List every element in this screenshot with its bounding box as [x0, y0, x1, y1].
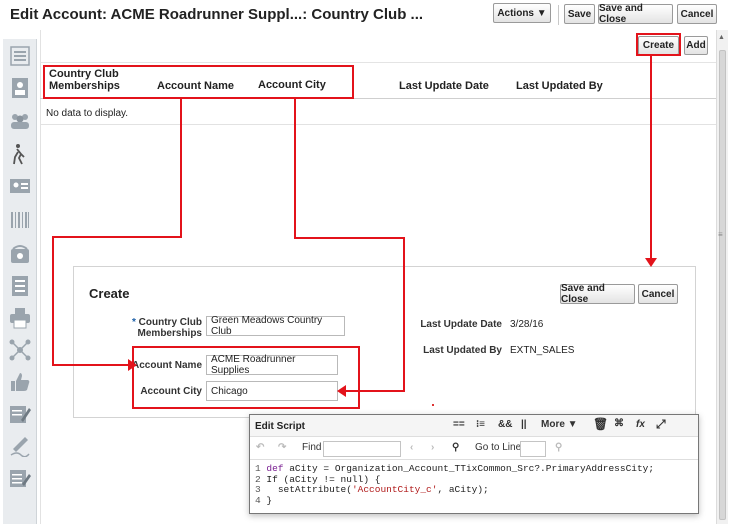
goto-search-icon[interactable]: ⚲ — [555, 442, 563, 453]
edit-script-panel: Edit Script == ⁝≡ && || More ▼ 🗑 ⌘ fx ⤢ … — [249, 414, 699, 514]
code-line-2: If (aCity != null) { — [266, 473, 381, 485]
edit-script-searchbar: ↶ ↷ Find ‹ › ⚲ Go to Line ⚲ — [250, 438, 698, 460]
page-title: Edit Account: ACME Roadrunner Suppl...: … — [10, 6, 424, 23]
code-keyword-def: def — [266, 463, 284, 474]
col-header-last-update-date[interactable]: Last Update Date — [399, 80, 489, 92]
maximize-icon[interactable]: ⤢ — [656, 417, 666, 431]
account-name-label: Account Name — [131, 360, 202, 371]
list-format-icon[interactable]: ⁝≡ — [476, 419, 486, 430]
thumbs-up-icon[interactable] — [9, 371, 31, 393]
golfer-icon[interactable] — [9, 143, 31, 165]
annotation-arrow-create — [645, 258, 657, 267]
annotation-create-box — [636, 33, 681, 56]
annotation-line-name-right — [52, 364, 132, 366]
function-icon[interactable]: fx — [636, 419, 645, 430]
edit-script-title: Edit Script — [255, 421, 306, 432]
annotation-line-name-left — [52, 236, 182, 238]
dialog-save-and-close-button[interactable]: Save and Close — [560, 283, 635, 305]
goto-line-label: Go to Line — [475, 442, 522, 453]
required-icon: * — [132, 317, 139, 328]
memberships-input[interactable]: Green Meadows Country Club — [206, 315, 345, 337]
marker-dot — [432, 404, 434, 406]
last-updated-by-value: EXTN_SALES — [510, 345, 575, 356]
save-button[interactable]: Save — [564, 4, 595, 24]
cancel-button[interactable]: Cancel — [677, 4, 717, 24]
last-update-date-value: 3/28/16 — [510, 319, 544, 330]
annotation-line-city-left — [345, 390, 405, 392]
account-name-input[interactable]: ACME Roadrunner Supplies — [206, 354, 338, 376]
col-header-memberships[interactable]: Country Club Memberships — [49, 68, 120, 92]
sidebar — [3, 39, 37, 524]
edit-script-header: Edit Script == ⁝≡ && || More ▼ 🗑 ⌘ fx ⤢ — [250, 415, 698, 437]
find-label: Find — [302, 442, 322, 453]
annotation-columns-box — [43, 65, 354, 99]
scrollbar-thumb[interactable] — [719, 50, 726, 520]
barcode-icon[interactable] — [9, 209, 31, 231]
create-dialog-title: Create — [89, 286, 130, 301]
more-menu[interactable]: More ▼ — [541, 419, 578, 430]
annotation-fields-box — [132, 346, 360, 409]
annotation-line-city-down2 — [403, 237, 405, 392]
edit-form-icon[interactable] — [9, 403, 31, 425]
annotation-line-name-down — [180, 99, 182, 238]
actions-menu-button[interactable]: Actions ▼ — [493, 3, 551, 23]
annotation-line-city-right — [294, 237, 405, 239]
find-input[interactable] — [323, 441, 401, 457]
phone-icon[interactable] — [9, 243, 31, 265]
code-string: 'AccountCity_c' — [351, 484, 438, 495]
col-header-last-updated-by[interactable]: Last Updated By — [516, 80, 603, 92]
annotation-line-create — [650, 56, 652, 260]
checklist-icon[interactable] — [9, 275, 31, 297]
add-button[interactable]: Add — [684, 36, 708, 55]
scroll-up-icon[interactable]: ▲ — [718, 34, 725, 41]
empty-table-message: No data to display. — [46, 108, 129, 119]
undo-icon[interactable]: ↶ — [256, 442, 265, 453]
annotation-arrow-name — [128, 359, 137, 371]
annotation-arrow-city — [337, 385, 346, 397]
annotation-line-city-down — [294, 99, 296, 239]
memberships-label: * Country Club Memberships — [132, 317, 202, 339]
list-icon[interactable] — [9, 45, 31, 67]
goto-line-input[interactable] — [520, 441, 546, 457]
last-updated-by-label: Last Updated By — [423, 345, 502, 356]
col-header-account-name[interactable]: Account Name — [157, 80, 235, 92]
account-city-label: Account City — [140, 386, 202, 397]
code-line-3a: setAttribute( — [277, 484, 352, 495]
col-header-account-city[interactable]: Account City — [258, 79, 326, 91]
save-and-close-button[interactable]: Save and Close — [598, 3, 673, 25]
search-icon[interactable]: ⚲ — [452, 442, 460, 453]
toolbar-divider — [40, 62, 716, 63]
previous-icon[interactable]: ‹ — [410, 442, 414, 453]
scroll-grip-icon: ≡ — [718, 230, 723, 239]
last-update-date-label: Last Update Date — [420, 319, 502, 330]
table-header-divider — [40, 98, 716, 99]
annotation-line-name-down2 — [52, 236, 54, 366]
dialog-cancel-button[interactable]: Cancel — [638, 284, 678, 304]
header-divider — [558, 5, 559, 25]
code-line-3b: , aCity); — [437, 484, 489, 495]
code-editor[interactable]: 1 def aCity = Organization_Account_TTixC… — [255, 463, 655, 506]
team-icon[interactable] — [9, 109, 31, 131]
code-line-1: aCity = Organization_Account_TTixCommon_… — [283, 463, 655, 474]
signature-icon[interactable] — [9, 435, 31, 457]
format-icon[interactable]: ⌘ — [614, 418, 624, 429]
or-operator-icon[interactable]: || — [521, 419, 527, 430]
id-card-icon[interactable] — [9, 175, 31, 197]
equals-icon[interactable]: == — [453, 419, 465, 430]
code-line-4: } — [266, 494, 273, 506]
create-button[interactable]: Create — [638, 36, 679, 55]
delete-icon[interactable]: 🗑 — [593, 417, 609, 431]
next-icon[interactable]: › — [431, 442, 435, 453]
and-operator-icon[interactable]: && — [498, 419, 513, 430]
main-panel — [40, 30, 716, 524]
table-bottom-border — [40, 124, 716, 125]
contact-icon[interactable] — [9, 77, 31, 99]
network-icon[interactable] — [9, 339, 31, 361]
redo-icon[interactable]: ↷ — [278, 442, 287, 453]
edit-list-icon[interactable] — [9, 467, 31, 489]
printer-icon[interactable] — [9, 307, 31, 329]
